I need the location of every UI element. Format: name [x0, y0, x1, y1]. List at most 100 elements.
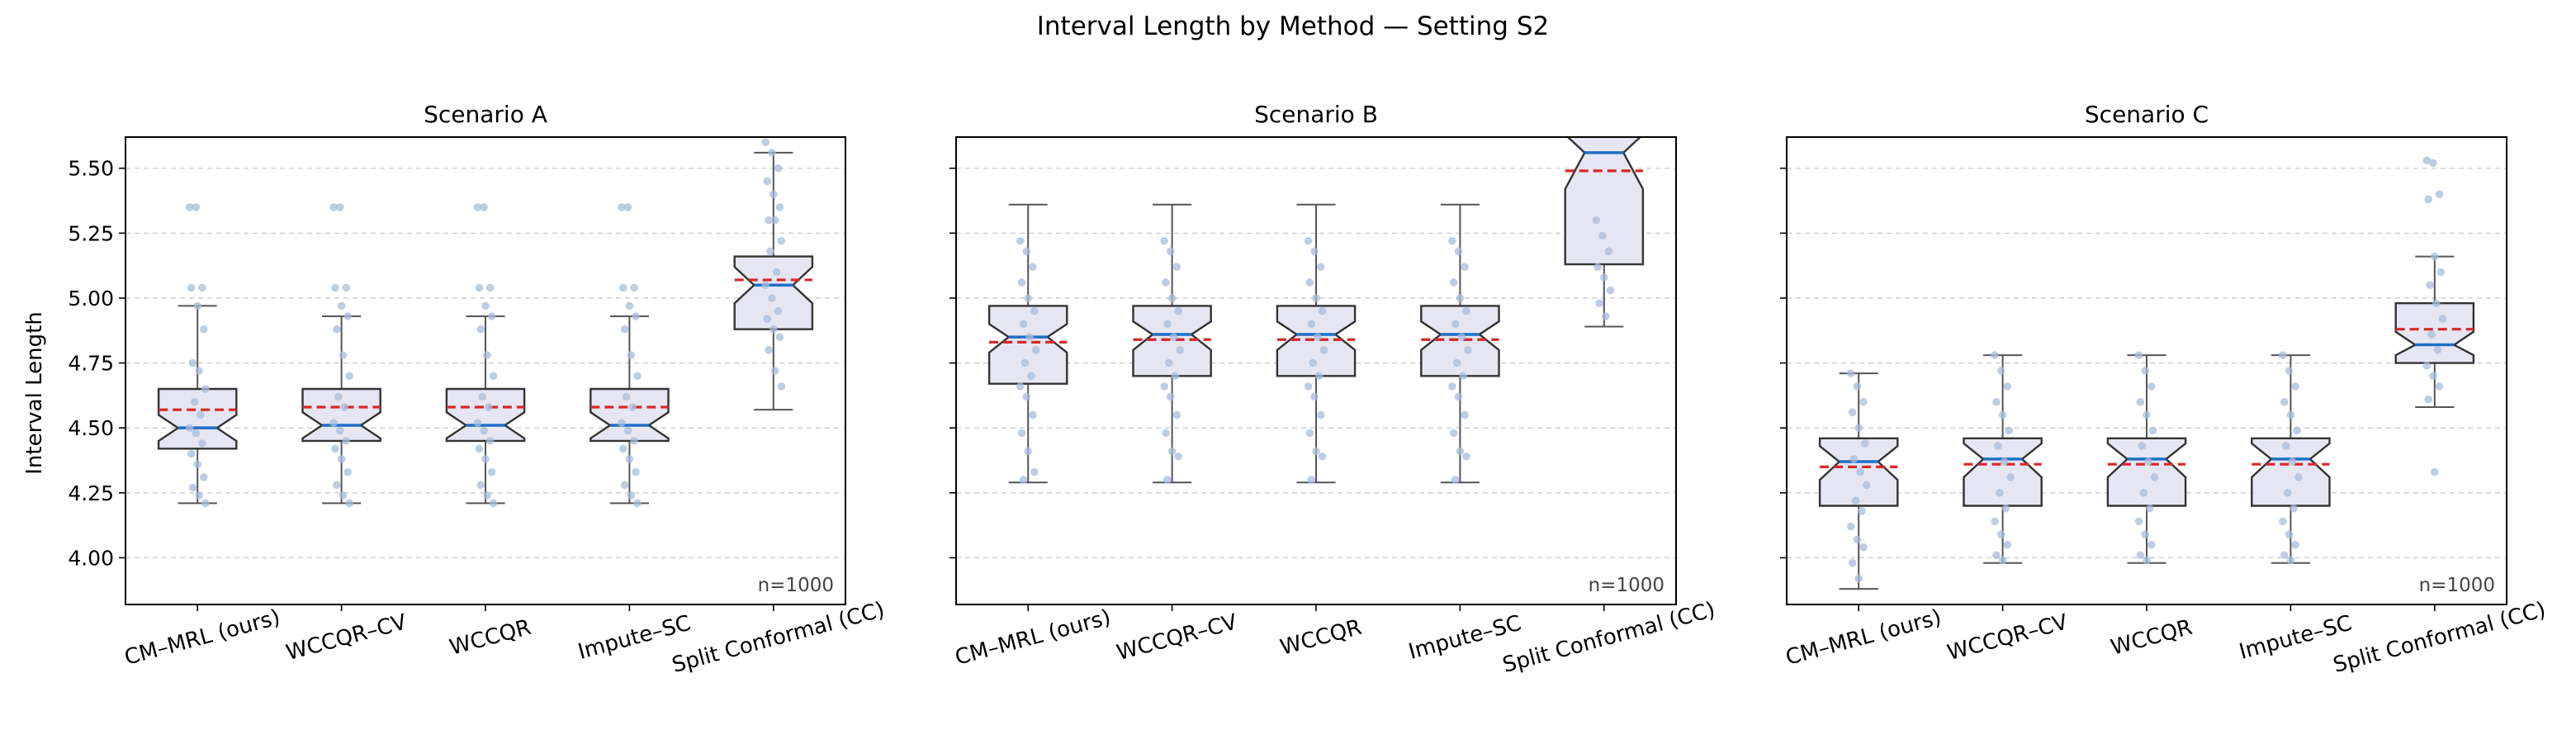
data-point	[1160, 382, 1168, 391]
data-point	[1998, 556, 2007, 565]
box-body	[445, 387, 526, 443]
x-tick-label: Split Conformal (CC)	[1500, 597, 1718, 678]
data-point	[1029, 410, 1037, 420]
data-point	[766, 247, 774, 256]
data-point	[2147, 382, 2156, 391]
data-point	[2435, 190, 2444, 198]
data-point	[1309, 358, 1317, 367]
data-point	[1165, 358, 1173, 367]
data-point	[334, 392, 343, 401]
data-point	[1162, 429, 1170, 438]
data-point	[2283, 488, 2292, 497]
data-point	[1016, 236, 1025, 245]
data-point	[2138, 442, 2147, 450]
y-tick-label: 4.00	[68, 546, 114, 570]
data-point	[1848, 408, 1857, 417]
data-point	[2422, 156, 2432, 165]
panel-content	[987, 137, 1645, 484]
data-point	[1461, 410, 1469, 420]
data-point	[1162, 278, 1170, 287]
y-tick-label: 4.25	[68, 481, 114, 505]
data-point	[343, 312, 353, 320]
data-point	[772, 268, 781, 277]
data-point	[775, 333, 784, 341]
data-point	[343, 467, 353, 476]
y-tick-label: 5.00	[68, 287, 114, 310]
data-point	[188, 358, 197, 367]
data-point	[339, 491, 348, 500]
data-point	[1858, 507, 1866, 515]
data-point	[1024, 447, 1032, 456]
data-point	[2294, 473, 2303, 481]
data-point	[331, 444, 339, 453]
data-point	[198, 439, 206, 448]
data-point	[487, 467, 496, 476]
data-point	[487, 312, 496, 320]
data-point	[620, 325, 629, 334]
y-tick-label: 4.50	[68, 416, 114, 440]
data-point	[2432, 299, 2441, 308]
data-point	[625, 301, 634, 310]
data-point	[1017, 278, 1026, 287]
data-point	[1996, 488, 2004, 497]
box-4	[1420, 203, 1500, 484]
data-point	[483, 491, 491, 500]
data-point	[2279, 517, 2287, 526]
y-tick-label: 5.50	[68, 157, 114, 181]
data-point	[2005, 426, 2013, 435]
panel-content	[157, 138, 814, 508]
data-point	[473, 419, 482, 427]
data-point	[1019, 476, 1028, 484]
data-point	[193, 460, 201, 468]
data-point	[2433, 346, 2442, 354]
data-point	[1450, 429, 1458, 438]
data-point	[620, 481, 629, 490]
data-point	[1166, 392, 1175, 401]
data-point	[2280, 551, 2289, 560]
data-point	[1024, 294, 1032, 302]
data-point	[1853, 535, 1862, 544]
box-4	[2251, 351, 2331, 565]
data-point	[1996, 367, 2005, 375]
data-point	[1859, 543, 1868, 552]
data-point	[618, 419, 626, 427]
sample-size-note: n=1000	[1589, 575, 1664, 596]
y-axis-label: Interval Length	[22, 311, 47, 475]
data-point	[1304, 382, 1313, 391]
panel-title: Scenario C	[2085, 101, 2209, 128]
data-point	[1448, 236, 1456, 245]
data-point	[473, 203, 482, 211]
box-1	[987, 203, 1068, 484]
data-point	[475, 283, 484, 292]
x-tick-label: WCCQR	[2108, 615, 2195, 661]
box-body	[2106, 437, 2187, 507]
box-body	[733, 255, 814, 330]
data-point	[1451, 320, 1460, 329]
data-point	[1030, 306, 1039, 315]
box-body	[1420, 305, 1500, 377]
data-point	[342, 437, 351, 445]
data-point	[630, 437, 638, 445]
box-2	[1963, 351, 2043, 565]
panel-title: Scenario A	[424, 101, 547, 128]
data-point	[1019, 320, 1028, 329]
data-point	[2139, 488, 2147, 497]
data-point	[2003, 382, 2012, 391]
data-point	[1027, 372, 1035, 381]
data-point	[335, 426, 344, 435]
data-point	[1994, 442, 2002, 450]
data-point	[485, 283, 495, 292]
data-point	[1598, 231, 1607, 240]
data-point	[192, 429, 201, 438]
data-point	[1305, 429, 1314, 438]
data-point	[2285, 530, 2294, 538]
data-point	[2000, 457, 2009, 466]
data-point	[2150, 473, 2159, 481]
data-point	[345, 499, 353, 508]
data-point	[628, 403, 637, 411]
x-tick-label: WCCQR	[447, 615, 533, 661]
data-point	[623, 426, 632, 435]
data-point	[185, 424, 194, 432]
